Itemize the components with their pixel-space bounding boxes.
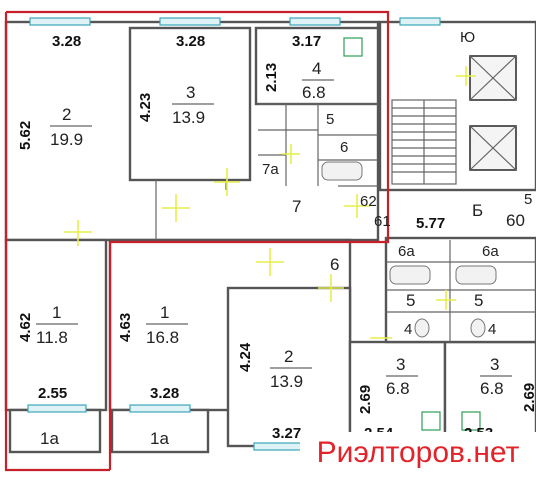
markers bbox=[64, 66, 476, 339]
label-1a-mid: 1а bbox=[150, 429, 169, 448]
room-area: 19.9 bbox=[50, 130, 83, 149]
label-4-right: 4 bbox=[488, 321, 496, 338]
room-number: 3 bbox=[396, 355, 405, 374]
label-5-right: 5 bbox=[474, 291, 483, 310]
elevator-1 bbox=[469, 55, 517, 101]
room-number: 1 bbox=[52, 303, 61, 322]
label-5-top: 5 bbox=[326, 111, 334, 128]
label-5-left: 5 bbox=[406, 291, 415, 310]
dim-2.69-left: 2.69 bbox=[357, 385, 374, 414]
fixtures bbox=[321, 37, 497, 431]
dim-3.27: 3.27 bbox=[272, 425, 301, 442]
elevator-2 bbox=[469, 125, 517, 171]
dim-5.77: 5.77 bbox=[416, 215, 445, 232]
label-7: 7 bbox=[292, 197, 301, 216]
room-number: 2 bbox=[284, 347, 293, 366]
room-area: 13.9 bbox=[172, 108, 205, 127]
room-area: 6.8 bbox=[386, 379, 410, 398]
stairwell bbox=[391, 99, 457, 185]
room-number: 2 bbox=[62, 105, 71, 124]
label-5-edge: 5 bbox=[524, 191, 532, 208]
label-6-mid: 6 bbox=[330, 255, 339, 274]
label-7a: 7а bbox=[262, 161, 279, 178]
dim-3.28-top-mid: 3.28 bbox=[176, 33, 205, 50]
dim-4.24: 4.24 bbox=[237, 342, 254, 372]
dim-4.62: 4.62 bbox=[17, 313, 34, 342]
label-4-left: 4 bbox=[404, 321, 412, 338]
label-1a-left: 1а bbox=[40, 429, 59, 448]
label-6a-right: 6а bbox=[482, 243, 499, 260]
dim-2.69-right: 2.69 bbox=[521, 383, 536, 412]
label-6a-left: 6а bbox=[398, 243, 415, 260]
apartment-boundary-top bbox=[6, 10, 390, 470]
label-62: 62 bbox=[360, 193, 377, 210]
room-area: 16.8 bbox=[146, 328, 179, 347]
dim-2.13: 2.13 bbox=[263, 63, 280, 92]
room-area: 13.9 bbox=[270, 372, 303, 391]
dim-2.55: 2.55 bbox=[38, 385, 67, 402]
dim-3.17: 3.17 bbox=[292, 33, 321, 50]
dim-3.28-top-left: 3.28 bbox=[52, 33, 81, 50]
partitions bbox=[155, 103, 536, 342]
room-number: 4 bbox=[312, 59, 321, 78]
label-60: 60 bbox=[506, 211, 525, 230]
room-number: 1 bbox=[160, 303, 169, 322]
room-area: 6.8 bbox=[302, 83, 326, 102]
room-area: 11.8 bbox=[36, 328, 68, 347]
label-6-top: 6 bbox=[340, 139, 348, 156]
room-number: 3 bbox=[490, 355, 499, 374]
watermark: Риэлторов.нет bbox=[300, 432, 536, 474]
label-b: Б bbox=[472, 201, 483, 220]
label-u: Ю bbox=[460, 29, 475, 46]
dim-5.62: 5.62 bbox=[17, 121, 34, 150]
dim-4.23: 4.23 bbox=[137, 93, 154, 122]
room-area: 6.8 bbox=[480, 379, 504, 398]
label-61: 61 bbox=[374, 213, 391, 230]
dim-4.63: 4.63 bbox=[117, 313, 134, 342]
apartment-boundary-left bbox=[4, 12, 110, 472]
room-number: 3 bbox=[186, 83, 195, 102]
dim-3.28-bottom: 3.28 bbox=[150, 385, 179, 402]
